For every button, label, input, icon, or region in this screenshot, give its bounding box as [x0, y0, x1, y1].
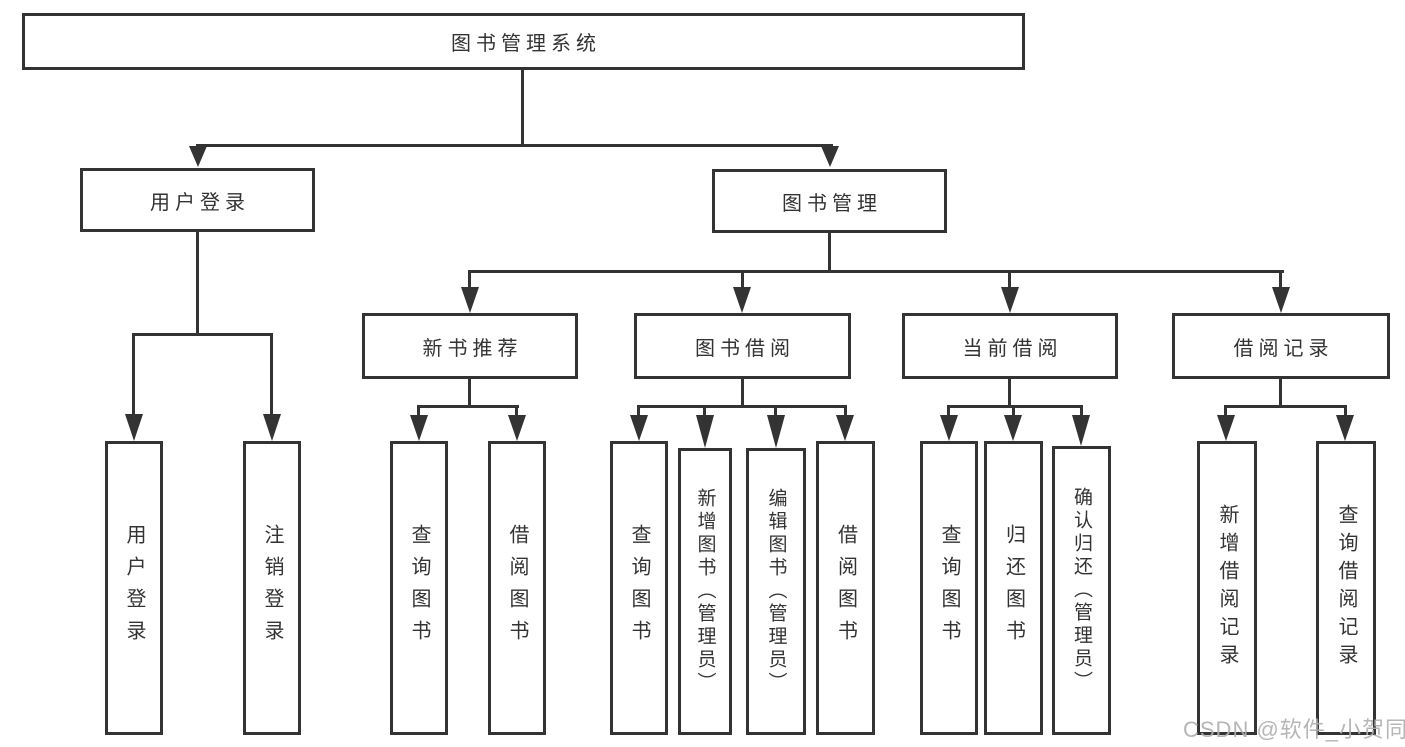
watermark: CSDN @软件_小贺同学 — [1183, 717, 1405, 742]
leaf-recommend-borrow-books: 借阅图书 — [488, 441, 546, 735]
leaf-return-books: 归还图书 — [984, 441, 1043, 735]
arrow-down-icon — [821, 146, 839, 167]
leaf-user-login: 用户登录 — [105, 441, 163, 735]
node-book-borrowing: 图书借阅 — [634, 313, 851, 379]
leaf-user-login-label: 用户登录 — [123, 524, 145, 652]
leaf-edit-books-admin-label: 编辑图书（管理员） — [765, 488, 787, 695]
connector-bookmgmt-leg — [1279, 273, 1282, 287]
node-user-login-label: 用户登录 — [150, 191, 250, 214]
connector-borrowing-leg — [774, 408, 777, 415]
connector-borrowing-stem — [741, 379, 744, 407]
arrow-down-icon — [189, 146, 207, 167]
arrow-down-icon — [1217, 415, 1235, 441]
connector-borrowing-leg — [637, 408, 640, 415]
leaf-return-books-label: 归还图书 — [1002, 524, 1025, 652]
node-library-system: 图书管理系统 — [22, 13, 1025, 70]
node-new-book-recommend-label: 新书推荐 — [422, 337, 523, 360]
connector-bookmgmt-crossbar — [468, 270, 1284, 273]
connector-borrowing-leg — [844, 408, 847, 415]
connector-recommend-leg — [515, 408, 518, 415]
node-book-borrowing-label: 图书借阅 — [695, 337, 795, 360]
connector-root-stem — [521, 70, 524, 146]
leaf-recommend-query-books-label: 查询图书 — [408, 524, 430, 652]
connector-bookmgmt-leg — [1008, 273, 1011, 287]
arrow-down-icon — [508, 415, 526, 441]
node-new-book-recommend: 新书推荐 — [362, 313, 578, 379]
arrow-down-icon — [1001, 287, 1019, 313]
node-borrowing-records-label: 借阅记录 — [1233, 337, 1334, 360]
connector-recommend-stem — [468, 379, 471, 407]
leaf-borrowing-query-books: 查询图书 — [610, 441, 668, 735]
arrow-down-icon — [410, 415, 428, 441]
leaf-recommend-query-books: 查询图书 — [390, 441, 448, 735]
connector-userlogin-leg — [270, 336, 273, 414]
connector-current-leg — [1080, 408, 1083, 415]
leaf-current-query-books-label: 查询图书 — [938, 524, 960, 652]
node-book-management-label: 图书管理 — [782, 192, 882, 215]
node-book-management: 图书管理 — [712, 169, 947, 233]
node-borrowing-records: 借阅记录 — [1172, 313, 1390, 379]
connector-records-stem — [1279, 379, 1282, 407]
connector-current-stem — [1008, 379, 1011, 407]
leaf-borrowing-borrow-books-label: 借阅图书 — [834, 524, 857, 652]
leaf-logout: 注销登录 — [243, 441, 301, 735]
leaf-query-borrow-record: 查询借阅记录 — [1316, 441, 1376, 735]
connector-current-leg — [1012, 408, 1015, 415]
leaf-edit-books-admin: 编辑图书（管理员） — [746, 448, 806, 735]
connector-records-leg — [1344, 408, 1347, 415]
leaf-recommend-borrow-books-label: 借阅图书 — [506, 524, 528, 652]
leaf-confirm-return-admin: 确认归还（管理员） — [1052, 446, 1111, 735]
leaf-add-books-admin-label: 新增图书（管理员） — [694, 488, 716, 695]
connector-recommend-crossbar — [417, 405, 519, 408]
connector-root-crossbar — [196, 144, 833, 147]
arrow-down-icon — [696, 415, 714, 448]
connector-userlogin-stem — [196, 232, 199, 336]
arrow-down-icon — [767, 415, 785, 448]
arrow-down-icon — [1336, 415, 1354, 441]
connector-bookmgmt-stem — [828, 233, 831, 272]
arrow-down-icon — [630, 415, 648, 441]
connector-recommend-leg — [417, 408, 420, 415]
leaf-confirm-return-admin-label: 确认归还（管理员） — [1071, 487, 1092, 694]
leaf-add-borrow-record: 新增借阅记录 — [1197, 441, 1257, 735]
node-current-borrowing: 当前借阅 — [902, 313, 1118, 379]
arrow-down-icon — [1004, 415, 1022, 441]
node-library-system-label: 图书管理系统 — [451, 33, 601, 55]
connector-bookmgmt-leg — [468, 273, 471, 287]
connector-records-leg — [1224, 408, 1227, 415]
leaf-add-borrow-record-label: 新增借阅记录 — [1216, 504, 1238, 672]
connector-bookmgmt-leg — [741, 273, 744, 287]
connector-borrowing-leg — [703, 408, 706, 415]
arrow-down-icon — [263, 414, 281, 441]
connector-current-crossbar — [947, 405, 1083, 408]
arrow-down-icon — [1072, 415, 1090, 446]
connector-userlogin-leg — [132, 336, 135, 414]
arrow-down-icon — [733, 287, 751, 313]
connector-current-leg — [947, 408, 950, 415]
leaf-borrowing-query-books-label: 查询图书 — [628, 524, 650, 652]
leaf-logout-label: 注销登录 — [261, 524, 283, 652]
node-current-borrowing-label: 当前借阅 — [962, 337, 1063, 360]
arrow-down-icon — [836, 415, 854, 441]
connector-userlogin-crossbar — [132, 333, 273, 336]
leaf-current-query-books: 查询图书 — [920, 441, 978, 735]
leaf-borrowing-borrow-books: 借阅图书 — [816, 441, 875, 735]
leaf-query-borrow-record-label: 查询借阅记录 — [1335, 504, 1357, 672]
connector-records-crossbar — [1224, 405, 1347, 408]
arrow-down-icon — [1272, 287, 1290, 313]
arrow-down-icon — [461, 287, 479, 313]
node-user-login: 用户登录 — [80, 168, 315, 232]
arrow-down-icon — [940, 415, 958, 441]
leaf-add-books-admin: 新增图书（管理员） — [678, 448, 732, 735]
arrow-down-icon — [125, 414, 143, 441]
connector-borrowing-crossbar — [637, 405, 847, 408]
